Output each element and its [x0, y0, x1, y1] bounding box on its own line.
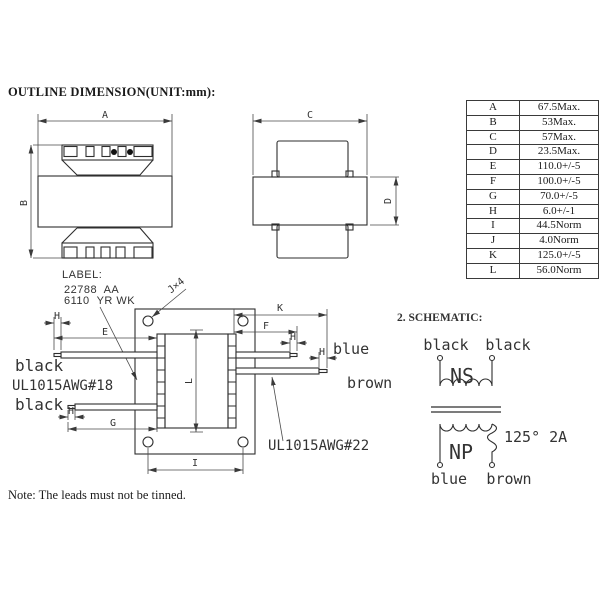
dimension-h-blue-tip: H [280, 332, 307, 351]
secondary-coil [439, 361, 493, 387]
lead-exit-dot [111, 149, 117, 155]
dim-label-g: G [110, 418, 116, 429]
part-stamp: 22788 AA 6110 YR WK [64, 284, 138, 381]
dim-value-cell: 56.0Norm [519, 262, 599, 279]
dimension-b: B [19, 144, 62, 259]
dimension-g: G [67, 418, 158, 432]
dim-label-h: H [68, 406, 74, 417]
dimension-l: L [184, 329, 203, 433]
wire-gauge-label: UL1015AWG#22 [268, 438, 369, 454]
wire-color-label: black [15, 356, 64, 375]
dimension-c: C [252, 110, 368, 175]
transformer-body [156, 333, 237, 429]
front-view-outline [37, 144, 173, 259]
dim-label-e: E [102, 327, 108, 338]
bottom-view: H E H G I [12, 276, 392, 474]
secondary-winding-label: NS [450, 364, 474, 388]
wire-left-bottom [74, 403, 158, 411]
dim-label-k: K [277, 303, 283, 314]
wire-gauge-label: UL1015AWG#18 [12, 378, 113, 394]
dim-label-d: D [383, 198, 394, 204]
schematic-section: 2. SCHEMATIC: black black NS NP 125° 2A … [397, 312, 567, 488]
terminal-label-top-left: black [423, 336, 468, 354]
stamp-line-1: 22788 AA [64, 284, 119, 296]
terminal-label-bottom-left: blue [431, 470, 467, 488]
side-view: C D [252, 110, 399, 259]
thermal-fuse-squiggle [486, 423, 498, 462]
terminal-circle [436, 461, 444, 469]
lead-wires [53, 351, 328, 411]
terminal-circle [488, 461, 496, 469]
dim-label-b: B [19, 200, 30, 206]
primary-winding-label: NP [449, 440, 473, 464]
schematic-heading: 2. SCHEMATIC: [397, 312, 482, 324]
wire-right-brown-tip [318, 368, 328, 374]
wire-labels: black UL1015AWG#18 black blue brown UL10… [12, 340, 392, 454]
holes-callout: J×4 [151, 276, 187, 318]
dim-label-h: H [290, 332, 296, 343]
wire-left-top [60, 351, 158, 359]
wire-right-blue-tip [289, 352, 298, 358]
front-view: A B LABEL: [19, 110, 173, 281]
core-lines [431, 406, 501, 413]
thermal-fuse-rating: 125° 2A [504, 428, 567, 446]
dimension-e: E [54, 327, 157, 341]
dimension-h-left-bottom: H [58, 406, 85, 420]
dimension-h-left-top: H [44, 311, 71, 350]
wire-color-label: black [15, 395, 64, 414]
footnote: Note: The leads must not be tinned. [8, 488, 186, 502]
dim-label-h: H [54, 311, 60, 322]
holes-leader-line [151, 288, 187, 318]
dim-value-cell: 67.5Max. [519, 100, 599, 116]
side-view-outline [252, 140, 368, 259]
mounting-hole [142, 315, 154, 327]
wire-left-top-tip [53, 352, 62, 358]
dim-label-h: H [319, 347, 325, 358]
terminal-circle [488, 354, 496, 362]
mounting-hole [237, 315, 249, 327]
wire-right-brown [235, 367, 320, 375]
dim-label-l: L [184, 378, 195, 384]
primary-coil [439, 423, 493, 462]
dim-label-i: I [192, 458, 198, 469]
dimension-d: D [370, 176, 399, 226]
stamp-leader-line [99, 306, 138, 381]
dimension-h-brown-tip: H [309, 347, 337, 367]
gauge-leader-line [271, 376, 284, 442]
terminal-label-top-right: black [485, 336, 530, 354]
dim-key-cell: L [466, 262, 520, 279]
dim-value-cell: 23.5Max. [519, 144, 599, 161]
page-title: OUTLINE DIMENSION(UNIT:mm): [8, 85, 216, 99]
wire-color-label: brown [347, 374, 392, 392]
dimension-i: I [147, 448, 244, 474]
terminal-circle [436, 354, 444, 362]
terminal-label-bottom-right: brown [486, 470, 531, 488]
dimension-a: A [37, 110, 173, 176]
wire-color-label: blue [333, 340, 369, 358]
dimension-f: F [234, 321, 298, 351]
dim-label-a: A [102, 110, 108, 121]
mounting-hole [142, 436, 154, 448]
lead-exit-dot [127, 149, 133, 155]
holes-label: J×4 [166, 276, 187, 296]
wire-left-bottom-tip [67, 404, 76, 410]
mounting-hole [237, 436, 249, 448]
dim-value-cell: 44.5Norm [519, 218, 599, 235]
dim-label-f: F [263, 321, 269, 332]
wire-right-blue [235, 351, 291, 359]
stamp-line-2: 6110 YR WK [64, 295, 135, 307]
label-caption: LABEL: [62, 269, 102, 281]
dim-label-c: C [307, 110, 313, 121]
